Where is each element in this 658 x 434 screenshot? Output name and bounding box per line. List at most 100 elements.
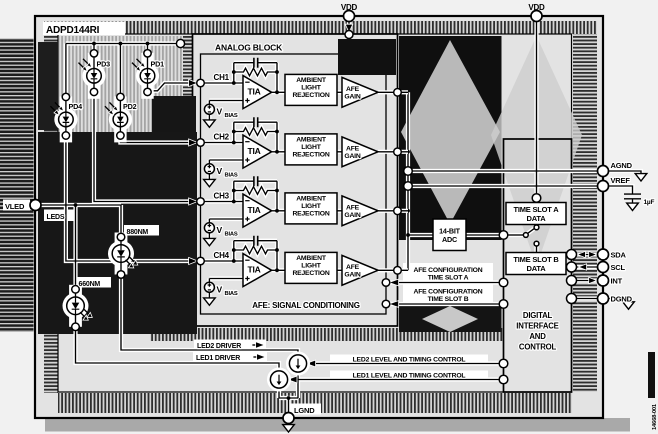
led2-driver-label: LED2 DRIVER: [197, 343, 241, 350]
tia-label: TIA: [247, 146, 260, 156]
vref-label: VREF: [611, 176, 631, 185]
module-drop-shadow: [45, 418, 630, 432]
alr-line3: REJECTION: [292, 210, 329, 217]
alr-line1: AMBIENT: [296, 196, 327, 203]
tia-label: TIA: [247, 264, 260, 274]
pd4-label: PD4: [69, 102, 83, 111]
pin-agnd: [596, 164, 610, 178]
dic-line3: AND: [529, 332, 546, 341]
block-edge-terminals: [344, 29, 578, 385]
vbias-label: V: [217, 285, 223, 295]
pd2-label: PD2: [123, 102, 137, 111]
afe-config-a-line2: TIME SLOT A: [428, 274, 469, 281]
alr-line2: LIGHT: [301, 85, 321, 92]
alr-line1: AMBIENT: [296, 77, 327, 84]
vbias-sub-label: BIAS: [225, 291, 238, 297]
tia-label: TIA: [247, 205, 260, 215]
alr-line2: LIGHT: [301, 263, 321, 270]
afe-gain-line2: GAIN: [344, 272, 360, 279]
part-title: ADPD144RI: [46, 25, 100, 36]
channel-4-texts: CH4 TIA V BIAS AMBIENT LIGHT REJECTION A…: [212, 250, 362, 298]
pin-scl: [596, 260, 610, 274]
adc-box: [432, 218, 467, 252]
channel-2-texts: CH2 TIA V BIAS AMBIENT LIGHT REJECTION A…: [212, 131, 362, 179]
channel-1-texts: CH1 TIA V BIAS AMBIENT LIGHT REJECTION A…: [212, 72, 362, 120]
vbias-sub-label: BIAS: [225, 232, 238, 238]
vref-bypass-capacitor: [624, 193, 641, 200]
afe-gain-line2: GAIN: [344, 153, 360, 160]
alr-line2: LIGHT: [301, 203, 321, 210]
pin-sda: [596, 248, 610, 261]
afe-gain-line2: GAIN: [344, 94, 360, 101]
afe-signal-conditioning-box: [199, 53, 387, 315]
analog-block-title: ANALOG BLOCK: [215, 43, 283, 53]
adc-line2: ADC: [442, 235, 457, 244]
vdd-analog-label: VDD: [341, 3, 358, 12]
vbias-label: V: [217, 225, 223, 235]
package-pins: [29, 9, 610, 425]
pin-vdd-analog: [342, 9, 356, 23]
pin-vdd-digital: [530, 9, 543, 23]
afe-config-b-line2: TIME SLOT B: [428, 296, 469, 303]
alr-line3: REJECTION: [292, 151, 329, 158]
afe-config-a-line1: AFE CONFIGURATION: [414, 267, 483, 274]
pin-vref: [596, 179, 610, 193]
dgnd-label: DGND: [611, 295, 633, 304]
leds-group-label: LEDS: [47, 214, 65, 221]
arrowheads: [188, 23, 598, 384]
time-slot-b-box: [505, 251, 567, 276]
ch2-label: CH2: [214, 133, 230, 142]
tia-label: TIA: [247, 86, 260, 96]
vdd-digital-label: VDD: [528, 3, 545, 12]
alr-line1: AMBIENT: [296, 137, 327, 144]
afe-footer-label: AFE: SIGNAL CONDITIONING: [252, 301, 360, 310]
led1-control-label: LED1 LEVEL AND TIMING CONTROL: [353, 372, 466, 379]
dic-line4: CONTROL: [519, 343, 557, 352]
vled-label: VLED: [5, 202, 25, 211]
lgnd-label: LGND: [294, 406, 315, 415]
pin-lgnd: [282, 411, 295, 425]
adc-output-switch: [522, 224, 540, 247]
led1-driver-symbol: [266, 366, 292, 393]
dic-line2: INTERFACE: [516, 322, 558, 331]
int-label: INT: [611, 277, 623, 286]
vbias-sub-label: BIAS: [225, 113, 238, 119]
ch3-label: CH3: [214, 192, 230, 201]
sda-label: SDA: [611, 251, 627, 260]
led-880nm-label: 880NM: [127, 229, 149, 236]
afe-gain-line1: AFE: [346, 264, 360, 271]
ch1-label: CH1: [214, 73, 230, 82]
channel-3-texts: CH3 TIA V BIAS AMBIENT LIGHT REJECTION A…: [212, 190, 362, 238]
pd1-label: PD1: [151, 59, 165, 68]
vbias-label: V: [217, 166, 223, 176]
pin-dgnd: [596, 292, 610, 305]
figure-number: 14668-001: [652, 403, 658, 430]
led2-control-label: LED2 LEVEL AND TIMING CONTROL: [353, 356, 466, 363]
afe-gain-line1: AFE: [346, 205, 360, 212]
scl-label: SCL: [611, 263, 626, 272]
alr-line3: REJECTION: [292, 270, 329, 277]
vdd-digital-entry-terminal: [531, 192, 542, 204]
ch4-label: CH4: [214, 251, 230, 260]
led2-driver-symbol: [285, 350, 311, 377]
pin-vled: [29, 198, 42, 212]
time-slot-b-line2: DATA: [527, 264, 547, 273]
vref-cap-label: 1µF: [644, 199, 655, 206]
alr-line2: LIGHT: [301, 144, 321, 151]
afe-gain-line1: AFE: [346, 146, 360, 153]
pd-common-cathode-terminal: [175, 38, 186, 49]
adc-line1: 14-BIT: [439, 226, 461, 235]
label-halos: [3, 21, 493, 415]
afe-config-b-line1: AFE CONFIGURATION: [414, 288, 483, 295]
dic-line1: DIGITAL: [523, 311, 553, 320]
vbias-sub-label: BIAS: [225, 173, 238, 179]
afe-gain-line1: AFE: [346, 86, 360, 93]
time-slot-a-line2: DATA: [527, 214, 547, 223]
pd3-label: PD3: [97, 59, 111, 68]
alr-line1: AMBIENT: [296, 255, 327, 262]
time-slot-a-line1: TIME SLOT A: [513, 205, 559, 214]
afe-gain-line2: GAIN: [344, 212, 360, 219]
led1-driver-label: LED1 DRIVER: [196, 355, 240, 362]
